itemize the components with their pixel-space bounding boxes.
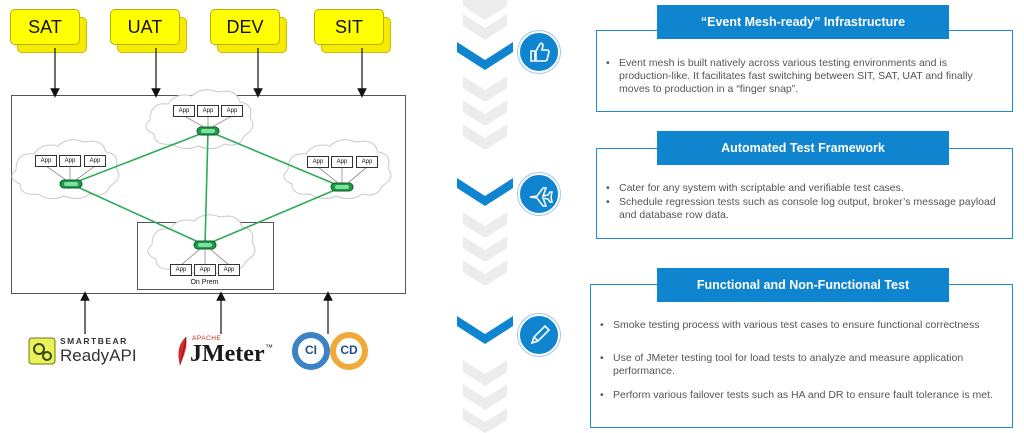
cicd-rings-icon	[292, 332, 368, 370]
app-node: App	[221, 105, 243, 117]
airplane-icon	[518, 173, 560, 215]
app-node: App	[218, 264, 240, 276]
app-node: App	[197, 105, 219, 117]
card-automated-test-bullet: • Schedule regression tests such as cons…	[606, 196, 996, 221]
env-box-dev: DEV	[210, 9, 287, 53]
card-automated-test-title: Automated Test Framework	[657, 131, 949, 165]
jmeter-brand: APACHE	[192, 335, 222, 342]
app-node: App	[173, 105, 195, 117]
flow-chevrons	[457, 0, 513, 433]
broker-left	[59, 179, 83, 189]
card-functional-test-bullet: • Use of JMeter testing tool for load te…	[600, 352, 964, 377]
broker-top	[196, 126, 220, 136]
mesh-links	[70, 130, 343, 246]
app-node: App	[331, 156, 353, 168]
cloud-top	[145, 89, 254, 150]
cloud-right	[283, 139, 392, 200]
jmeter-product: JMeter	[190, 341, 265, 367]
card-automated-test-bullet: • Cater for any system with scriptable a…	[606, 182, 904, 194]
app-node: App	[170, 264, 192, 276]
app-node: App	[194, 264, 216, 276]
thumbs-up-icon	[518, 31, 560, 73]
broker-bottom	[193, 240, 217, 250]
readyapi-logo: SMARTBEAR ReadyAPI	[28, 336, 143, 366]
onprem-label: On Prem	[190, 279, 219, 286]
apache-feather-icon	[178, 336, 187, 366]
card-functional-test-bullet: • Smoke testing process with various tes…	[600, 319, 980, 331]
app-node: App	[307, 156, 329, 168]
jmeter-tm: ™	[265, 343, 273, 352]
readyapi-brand: SMARTBEAR	[60, 336, 128, 346]
jmeter-logo: APACHE JMeter ™	[170, 334, 280, 368]
readyapi-product: ReadyAPI	[60, 346, 137, 365]
cloud-left	[11, 139, 120, 200]
readyapi-gear-icon	[28, 337, 56, 365]
env-box-uat: UAT	[110, 9, 187, 53]
app-node: App	[59, 155, 81, 167]
card-event-mesh	[596, 30, 1013, 112]
card-functional-test-bullet: • Perform various failover tests such as…	[600, 389, 993, 401]
app-node: App	[35, 155, 57, 167]
app-node: App	[356, 156, 378, 168]
cd-label: CD	[340, 343, 358, 357]
env-box-sit: SIT	[314, 9, 391, 53]
diagram-graphics	[11, 48, 392, 334]
pencil-icon	[518, 314, 560, 356]
app-connectors	[45, 115, 368, 266]
card-functional-test-title: Functional and Non-Functional Test	[657, 268, 949, 302]
cicd-logo: CI CD	[287, 332, 375, 370]
env-box-sat: SAT	[10, 9, 87, 53]
card-event-mesh-title: “Event Mesh-ready” Infrastructure	[657, 5, 949, 39]
card-event-mesh-bullet: • Event mesh is built natively across va…	[606, 57, 973, 95]
ci-label: CI	[305, 343, 317, 357]
app-node: App	[84, 155, 106, 167]
broker-right	[330, 182, 354, 192]
